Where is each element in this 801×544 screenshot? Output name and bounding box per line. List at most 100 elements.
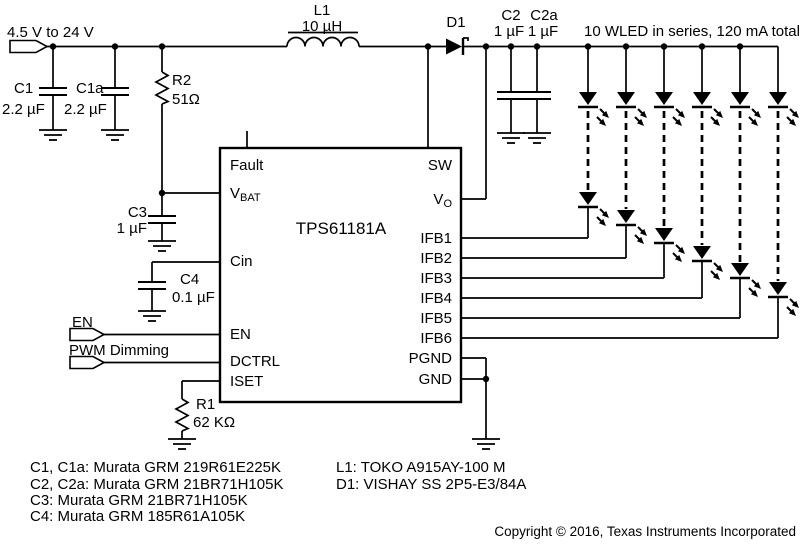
bom-line: C1, C1a: Murata GRM 219R61E225K <box>30 459 281 476</box>
capacitor-c1a: C1a 2.2 µF <box>64 46 130 141</box>
led-note: 10 WLED in series, 120 mA total <box>584 23 800 40</box>
capacitor-c4: C4 0.1 µF <box>137 261 220 322</box>
ic-body <box>218 146 463 404</box>
c2a-value: 1 µF <box>528 23 558 40</box>
junction-dot <box>584 43 592 50</box>
pin-sw: SW <box>428 157 453 174</box>
capacitor-icon <box>100 87 130 96</box>
pin-ifb2: IFB2 <box>420 250 452 267</box>
r1-value: 62 KΩ <box>193 414 235 431</box>
junction-dot <box>622 43 630 50</box>
wled-icon <box>728 261 763 299</box>
capacitor-c2a: C2a 1 µF <box>522 7 558 144</box>
wled-icon <box>614 208 649 246</box>
led-string-4 <box>461 46 725 299</box>
r2-ref: R2 <box>172 72 191 89</box>
pin-fault: Fault <box>230 157 264 174</box>
junction-dot <box>698 43 706 50</box>
junction-dot <box>507 43 515 50</box>
r1-ref: R1 <box>196 396 215 413</box>
diode-d1: D1 <box>446 14 469 55</box>
input-tag-icon <box>9 39 49 54</box>
led-string-1 <box>461 46 611 239</box>
bom-line: D1: VISHAY SS 2P5-E3/84A <box>336 476 526 493</box>
pwm-label: PWM Dimming <box>69 342 169 359</box>
pin-ifb6: IFB6 <box>420 330 452 347</box>
junction-dot <box>482 375 490 383</box>
en-label: EN <box>72 314 93 331</box>
capacitor-icon <box>137 281 167 290</box>
ground-icon <box>100 129 130 141</box>
c1a-value: 2.2 µF <box>64 101 107 118</box>
d1-ref: D1 <box>446 14 465 31</box>
wled-icon <box>690 244 725 282</box>
pin-vbat: VBAT <box>230 185 261 204</box>
inductor-icon <box>286 36 360 47</box>
led-string-5 <box>461 46 763 319</box>
pin-ifb4: IFB4 <box>420 290 452 307</box>
pgnd-gnd-wires <box>461 357 501 450</box>
junction-dot <box>158 189 166 197</box>
bom-line: C3: Murata GRM 21BR71H105K <box>30 492 248 509</box>
capacitor-icon <box>147 215 177 224</box>
resistor-r2: R2 51Ω <box>155 46 200 193</box>
led-string-6 <box>461 46 801 339</box>
ic-name: TPS61181A <box>296 219 387 238</box>
capacitor-icon <box>496 91 526 100</box>
junction-dot <box>736 43 744 50</box>
ground-icon <box>522 132 552 144</box>
led-string-2 <box>461 46 649 259</box>
c2-ref: C2 <box>501 7 520 24</box>
en-input: EN <box>69 314 220 342</box>
ground-icon <box>496 132 526 144</box>
wled-icon <box>728 90 763 128</box>
inductor-l1: L1 10 µH <box>286 2 360 47</box>
junction-dot <box>49 43 57 50</box>
wled-icon <box>576 190 611 228</box>
junction-dot <box>482 43 490 50</box>
wled-icon <box>652 226 687 264</box>
junction-dot <box>158 43 166 50</box>
capacitor-icon <box>522 91 552 100</box>
junction-dot <box>424 43 432 50</box>
pin-gnd: GND <box>419 371 453 388</box>
pin-dctrl: DCTRL <box>230 353 280 370</box>
capacitor-icon <box>38 87 68 96</box>
c4-value: 0.1 µF <box>172 289 215 306</box>
wled-icon <box>766 90 801 128</box>
l1-ref: L1 <box>314 2 331 19</box>
pin-en: EN <box>230 326 251 343</box>
r2-value: 51Ω <box>172 91 200 108</box>
c3-value: 1 µF <box>117 220 147 237</box>
input-voltage-label: 4.5 V to 24 V <box>7 24 94 41</box>
pin-cin: Cin <box>230 253 253 270</box>
l1-value: 10 µH <box>302 18 342 35</box>
pin-ifb5: IFB5 <box>420 310 452 327</box>
pin-vo: VO <box>433 191 452 210</box>
c2-value: 1 µF <box>494 23 524 40</box>
pwm-tag-icon <box>69 355 106 370</box>
capacitor-c3: C3 1 µF <box>117 193 177 252</box>
en-tag-icon <box>69 327 106 342</box>
copyright-notice: Copyright © 2016, Texas Instruments Inco… <box>494 524 796 539</box>
junction-dots <box>49 43 744 383</box>
ground-icon <box>137 310 167 322</box>
pin-ifb1: IFB1 <box>420 230 452 247</box>
wled-icon <box>652 90 687 128</box>
bom-line: C2, C2a: Murata GRM 21BR71H105K <box>30 476 283 493</box>
resistor-icon <box>155 71 169 105</box>
junction-dot <box>111 43 119 50</box>
bom-notes: C1, C1a: Murata GRM 219R61E225K C2, C2a:… <box>30 459 526 525</box>
c1-value: 2.2 µF <box>2 101 45 118</box>
c3-ref: C3 <box>128 204 147 221</box>
ground-icon <box>471 438 501 450</box>
ground-icon <box>167 438 197 450</box>
wled-icon <box>576 90 611 128</box>
led-string-3 <box>461 46 687 279</box>
input-source: 4.5 V to 24 V <box>7 24 94 54</box>
resistor-r1: R1 62 KΩ <box>167 380 235 450</box>
bom-line: L1: TOKO A915AY-100 M <box>336 459 506 476</box>
wled-icon <box>766 280 801 318</box>
